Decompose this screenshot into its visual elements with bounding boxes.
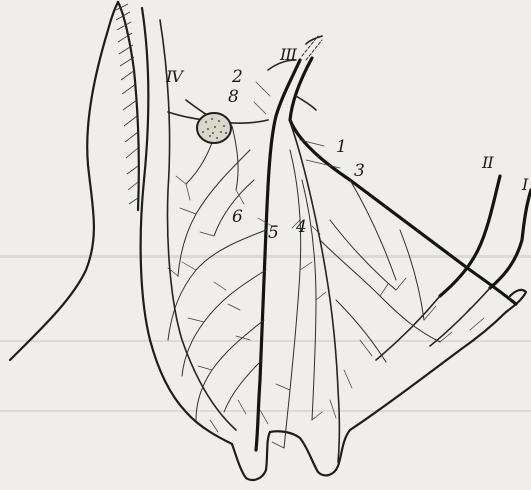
label-4: 4 <box>295 217 307 237</box>
bone-outline <box>10 2 139 360</box>
label-3: 3 <box>354 161 365 181</box>
label-iii: III <box>279 45 298 64</box>
label-i: I <box>521 175 529 194</box>
label-5: 5 <box>268 223 279 243</box>
label-iv: IV <box>165 67 184 86</box>
label-6: 6 <box>232 207 243 227</box>
label-2: 2 <box>231 67 243 87</box>
label-8: 8 <box>228 87 239 107</box>
label-ii: II <box>481 153 494 172</box>
right-vessels <box>376 176 531 360</box>
lymph-node <box>197 113 231 143</box>
label-1: 1 <box>336 137 347 157</box>
